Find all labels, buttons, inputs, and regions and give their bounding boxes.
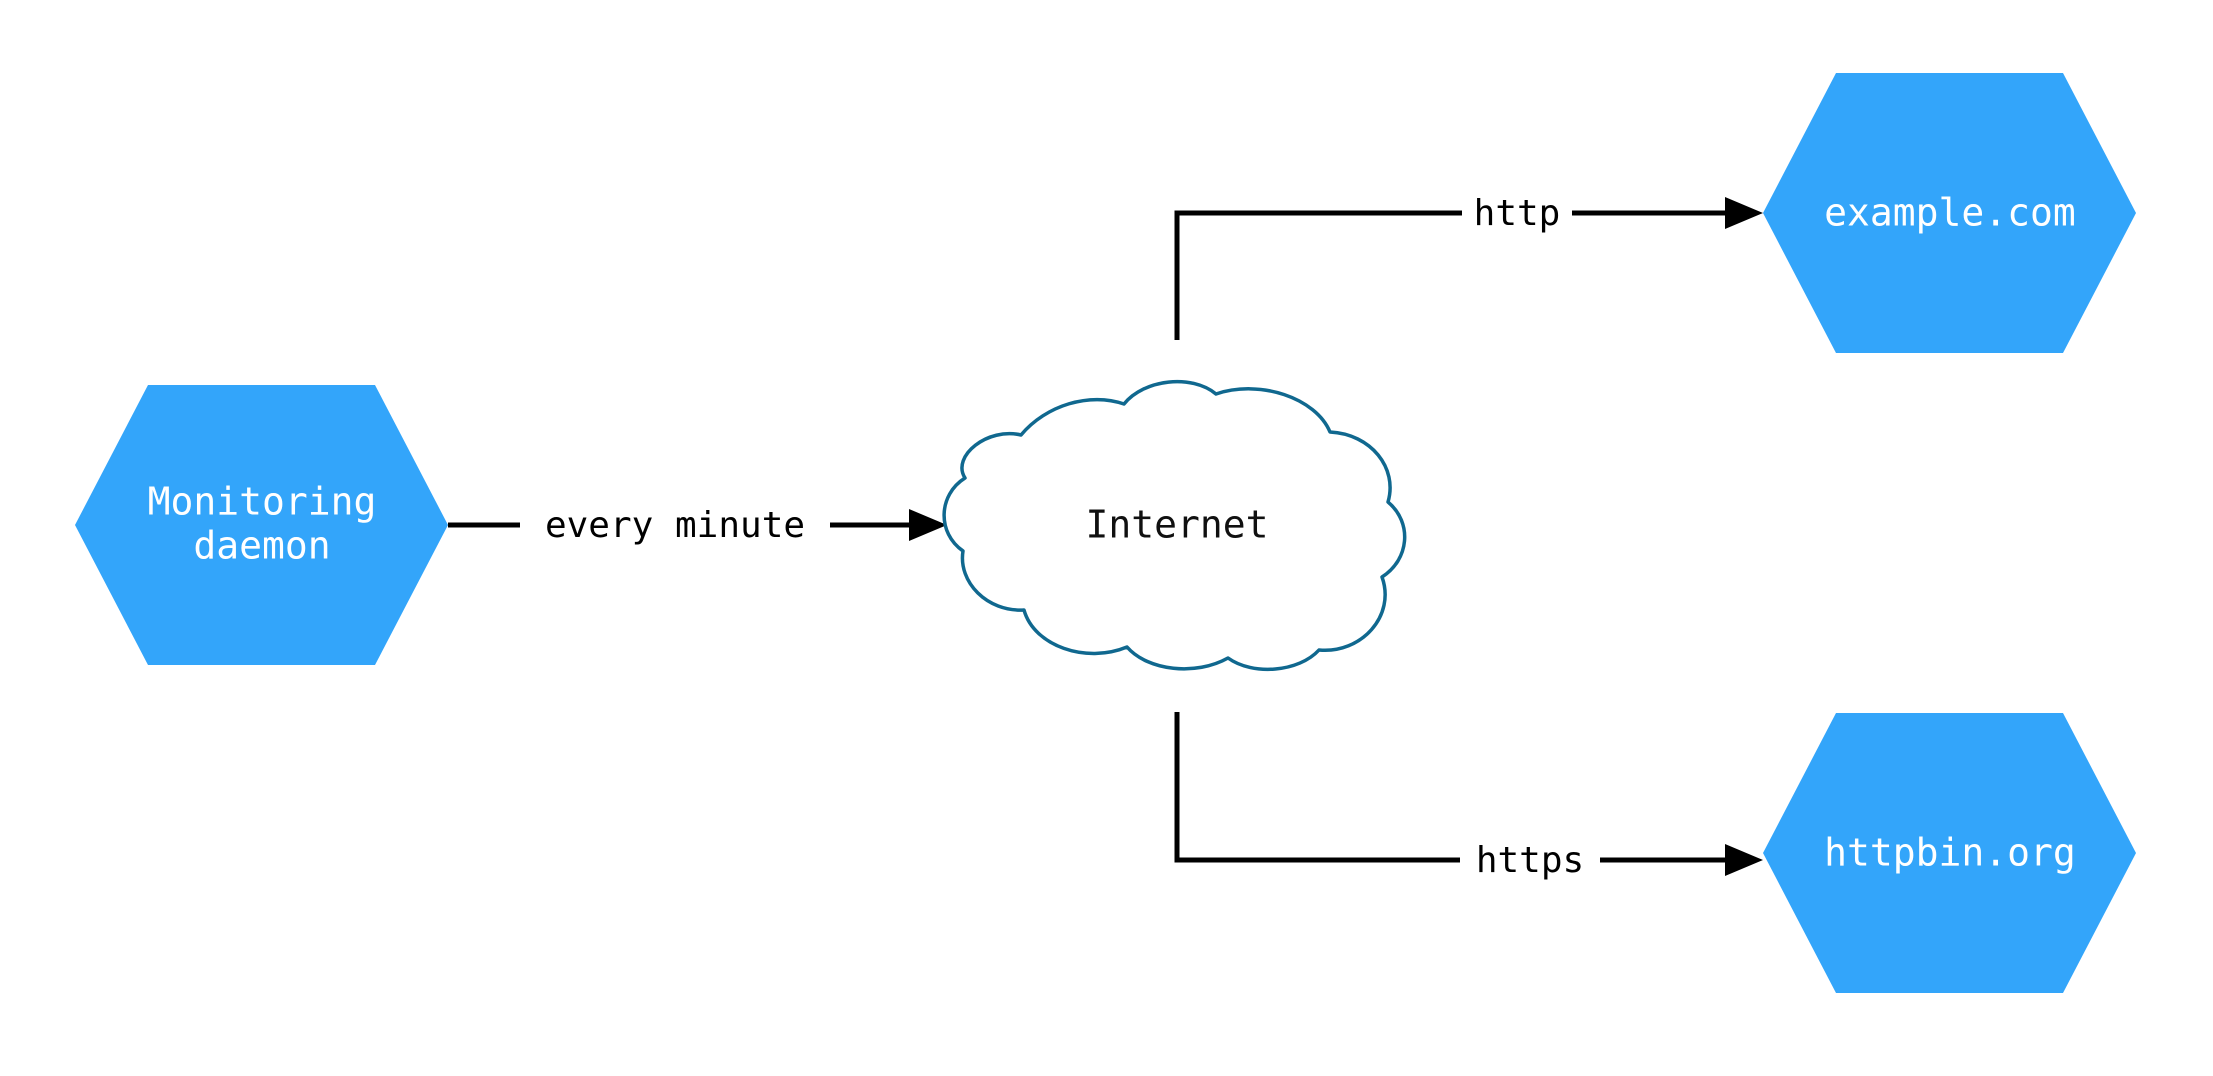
cloud-shape-internet: [942, 380, 1407, 672]
hexagon-shape-example: [1763, 73, 2136, 353]
node-label-daemon-line1: Monitoring: [148, 480, 377, 524]
edge-label-backing-every-minute: [520, 502, 830, 548]
node-example-com[interactable]: example.com: [1763, 73, 2136, 353]
hexagon-shape-daemon: [75, 385, 448, 665]
hexagon-shape-httpbin: [1763, 713, 2136, 993]
node-label-daemon-line2: daemon: [193, 524, 330, 568]
edge-label-http: http: [1474, 193, 1561, 234]
edge-daemon-to-internet[interactable]: every minute: [448, 502, 947, 548]
edge-internet-to-example[interactable]: http: [1174, 190, 1763, 340]
node-label-httpbin: httpbin.org: [1824, 831, 2076, 875]
node-label-example: example.com: [1824, 191, 2076, 235]
node-httpbin-org[interactable]: httpbin.org: [1763, 713, 2136, 993]
edge-label-every-minute: every minute: [545, 505, 805, 546]
edge-label-backing-http: [1462, 190, 1572, 236]
arrow-head-https: [1725, 844, 1763, 876]
node-label-internet: Internet: [1085, 503, 1268, 547]
edge-label-backing-https: [1460, 837, 1600, 883]
node-internet[interactable]: Internet: [942, 380, 1407, 672]
arrow-head-http: [1725, 197, 1763, 229]
edge-label-https: https: [1476, 840, 1584, 881]
node-monitoring-daemon[interactable]: Monitoring daemon: [75, 385, 448, 665]
edge-internet-to-httpbin[interactable]: https: [1174, 712, 1763, 883]
arrow-head-every-minute: [909, 509, 947, 541]
edge-line-http: [1174, 210, 1745, 340]
